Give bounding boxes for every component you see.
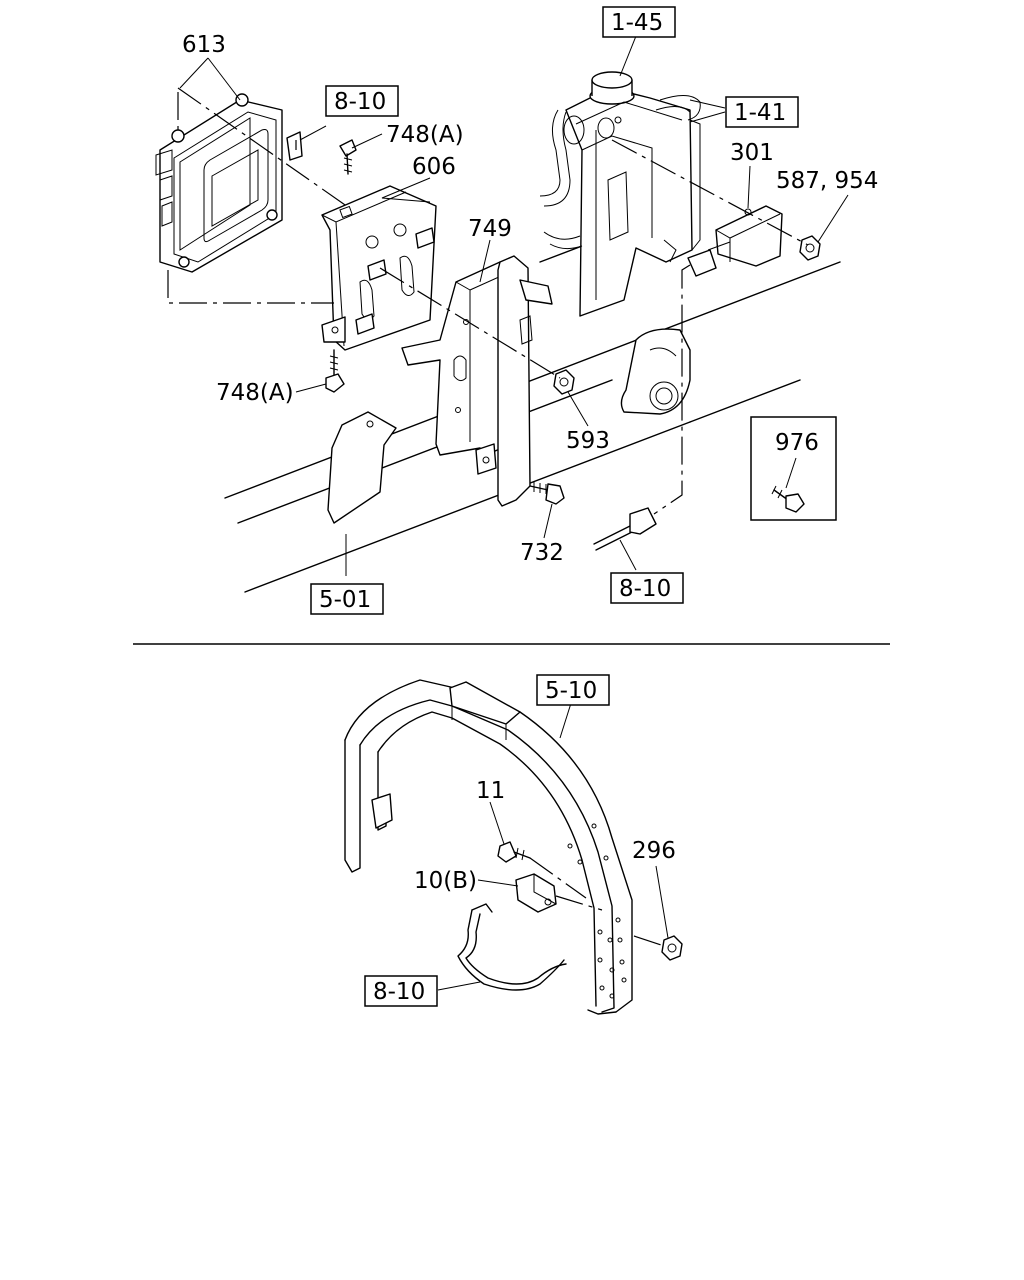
- ref-5-10: 5-10: [545, 678, 597, 704]
- u-frame: [344, 679, 633, 1015]
- callout-749: 749: [468, 216, 512, 242]
- ref-1-45: 1-45: [611, 10, 663, 36]
- nut-593: [553, 369, 575, 395]
- callout-613: 613: [182, 32, 226, 58]
- sensor-10b: [515, 873, 557, 913]
- callout-301: 301: [730, 140, 774, 166]
- ref-box-5-10: [536, 674, 610, 706]
- callout-593: 593: [566, 428, 610, 454]
- callout-732: 732: [520, 540, 564, 566]
- callout-10b: 10(B): [414, 868, 477, 894]
- inset-976: [750, 416, 837, 521]
- nut-587-954: [799, 235, 821, 261]
- ref-box-1-41: [725, 96, 799, 128]
- ecu-module: [155, 93, 283, 273]
- ref-box-1-45: [602, 6, 676, 38]
- alignment-lines-bottom: [529, 857, 665, 947]
- bolt-748a-top: [339, 139, 357, 175]
- tank-assembly: [539, 71, 701, 317]
- connector-bracket-301: [687, 205, 783, 277]
- leader-lines-bottom: [437, 699, 669, 991]
- bracket-749: [401, 255, 553, 507]
- ref-5-01: 5-01: [319, 587, 371, 613]
- axle-housing: [620, 328, 691, 415]
- ref-box-8-10-top: [325, 85, 399, 117]
- ref-box-8-10-mid: [610, 572, 684, 604]
- ref-1-41: 1-41: [734, 100, 786, 126]
- frame-gusset: [327, 411, 397, 524]
- ref-8-10-top: 8-10: [334, 89, 386, 115]
- bracket-606: [321, 185, 437, 351]
- alignment-lines: [167, 87, 809, 515]
- leader-lines: [179, 35, 849, 576]
- callout-976: 976: [775, 430, 819, 456]
- bolt-11: [497, 841, 531, 863]
- ref-8-10-bottom: 8-10: [373, 979, 425, 1005]
- nut-296: [661, 935, 683, 961]
- callout-587-954: 587, 954: [776, 168, 878, 194]
- ref-box-5-01: [310, 583, 384, 615]
- callout-606: 606: [412, 154, 456, 180]
- sensor-rod: [593, 507, 657, 551]
- callout-11: 11: [476, 778, 505, 804]
- top-view: 613 748(A) 606 749 748(A) 593 732 301 58…: [155, 6, 878, 615]
- ref-box-8-10-bottom: [364, 975, 438, 1007]
- bolt-732: [529, 482, 565, 505]
- callout-748a-bottom: 748(A): [216, 380, 294, 406]
- callout-748a-top: 748(A): [386, 122, 464, 148]
- bottom-view: 11 10(B) 296 5-10 8-10: [344, 674, 683, 1015]
- connector-plug: [286, 125, 327, 161]
- callout-296: 296: [632, 838, 676, 864]
- ref-8-10-mid: 8-10: [619, 576, 671, 602]
- wire-harness: [457, 903, 567, 991]
- bolt-748a-bottom: [325, 349, 345, 393]
